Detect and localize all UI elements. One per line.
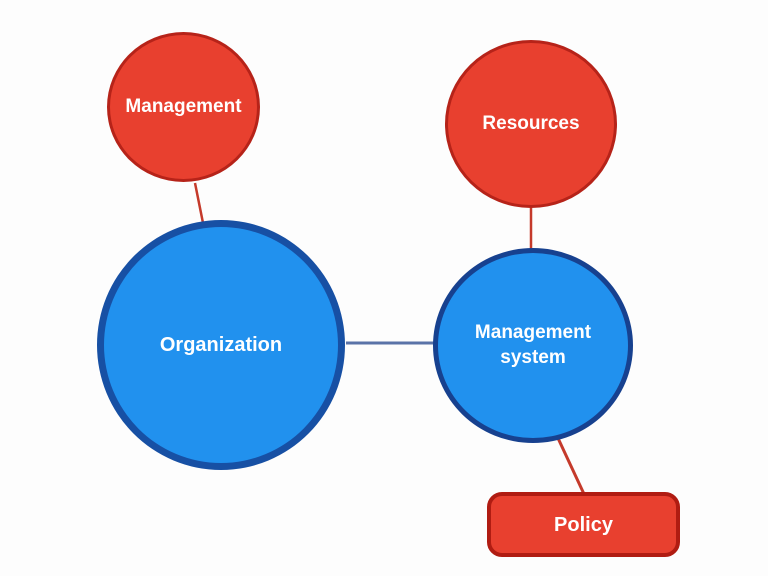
node-policy-label: Policy <box>554 513 613 536</box>
node-organization: Organization <box>97 220 345 470</box>
node-management-system: Management system <box>433 248 633 443</box>
node-resources: Resources <box>445 40 617 208</box>
node-resources-label: Resources <box>482 112 580 134</box>
connector-management-organization <box>193 182 205 224</box>
node-policy: Policy <box>487 492 680 557</box>
node-management-label: Management <box>125 95 242 117</box>
connector-management-system-policy <box>555 435 586 495</box>
node-management-system-label: Management system <box>474 321 592 368</box>
node-management: Management <box>107 32 260 182</box>
node-organization-label: Organization <box>159 334 283 356</box>
